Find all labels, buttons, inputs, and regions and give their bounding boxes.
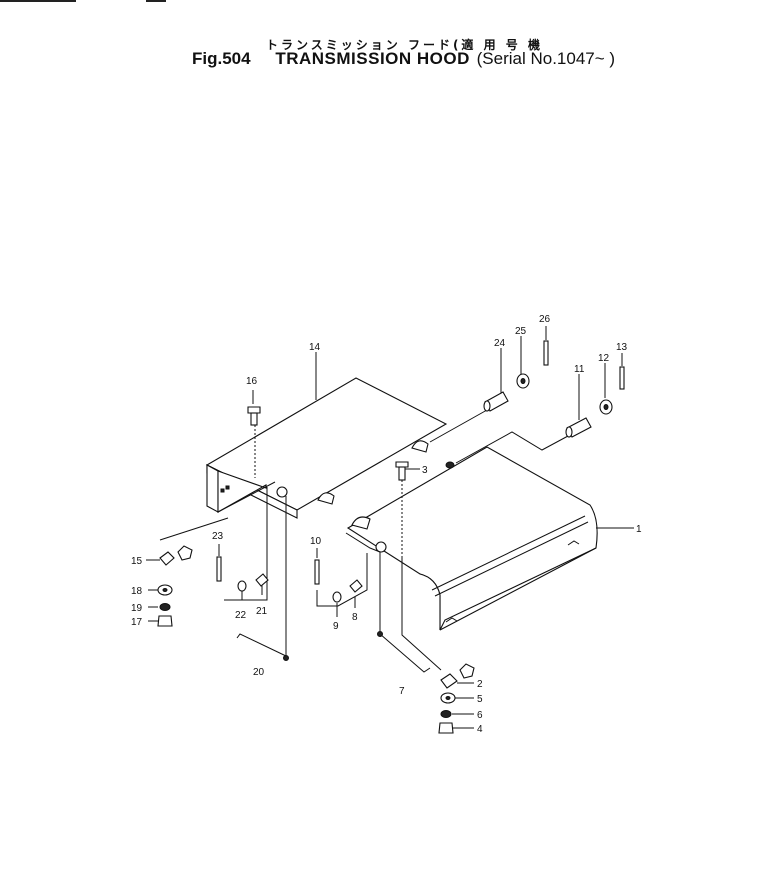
callout-7: 7 xyxy=(399,686,405,697)
hood-panel-upper xyxy=(205,377,448,519)
callout-12: 12 xyxy=(598,353,610,364)
callout-14: 14 xyxy=(309,342,321,353)
top-rule-mid xyxy=(146,0,166,2)
figure-number: Fig.504 xyxy=(192,49,251,68)
callout-5: 5 xyxy=(477,694,483,705)
callout-8: 8 xyxy=(352,612,358,623)
callout-3: 3 xyxy=(422,465,428,476)
callout-19: 19 xyxy=(131,603,143,614)
callout-21: 21 xyxy=(256,606,268,617)
callout-22: 22 xyxy=(235,610,247,621)
callout-23: 23 xyxy=(212,531,224,542)
callout-18: 18 xyxy=(131,586,143,597)
callout-16: 16 xyxy=(246,376,258,387)
callout-labels: 1 2 3 4 5 6 7 8 9 10 11 12 13 14 15 16 1… xyxy=(131,314,642,735)
callout-4: 4 xyxy=(477,724,483,735)
callout-9: 9 xyxy=(333,621,339,632)
title-row: Fig.504 TRANSMISSION HOOD (Serial No.104… xyxy=(192,49,615,69)
callout-15: 15 xyxy=(131,556,143,567)
callout-10: 10 xyxy=(310,536,322,547)
callout-1: 1 xyxy=(636,524,642,535)
callout-2: 2 xyxy=(477,679,483,690)
hood-panel-lower xyxy=(345,446,598,631)
callout-25: 25 xyxy=(515,326,527,337)
callout-20: 20 xyxy=(253,667,265,678)
small-parts xyxy=(157,340,625,734)
callout-17: 17 xyxy=(131,617,143,628)
callout-26: 26 xyxy=(539,314,551,325)
top-rule-left xyxy=(0,0,76,2)
leader-lines xyxy=(146,326,634,729)
callout-24: 24 xyxy=(494,338,506,349)
title-japanese: トランスミッション フード(適 用 号 機 xyxy=(266,38,543,52)
callout-13: 13 xyxy=(616,342,628,353)
figure-title: TRANSMISSION HOOD xyxy=(275,49,470,68)
callout-6: 6 xyxy=(477,710,483,721)
callout-11: 11 xyxy=(574,364,585,375)
serial-range: (Serial No.1047~ ) xyxy=(476,49,616,68)
